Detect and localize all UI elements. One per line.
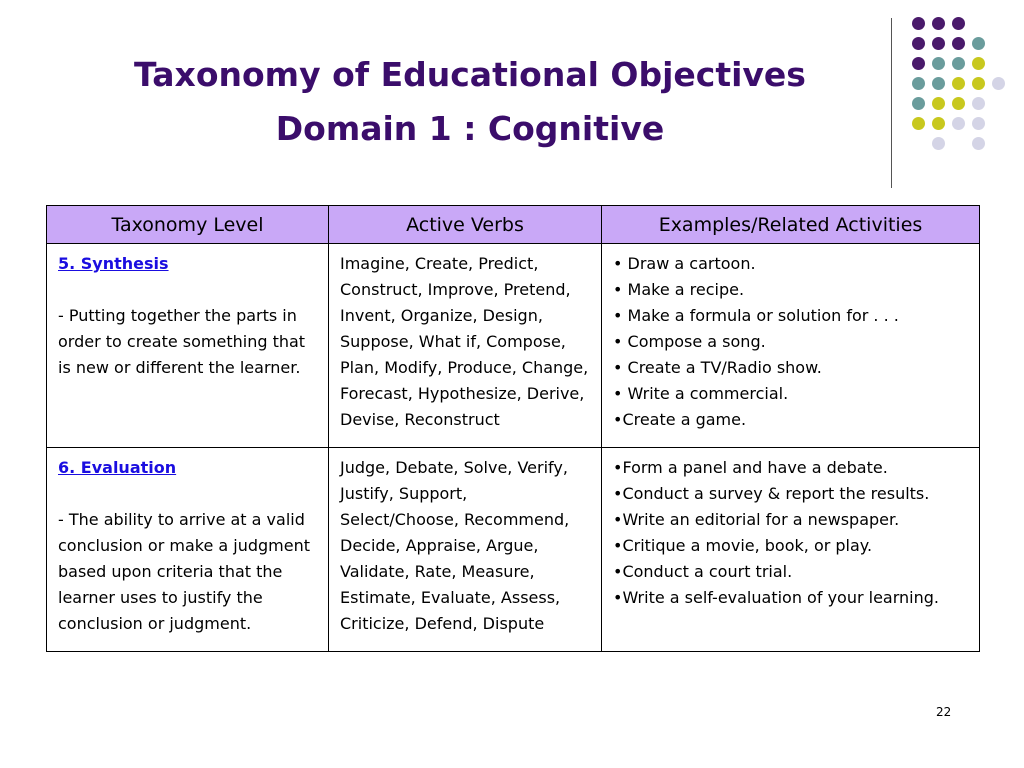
decorative-dot bbox=[912, 37, 925, 50]
decorative-dot bbox=[932, 117, 945, 130]
example-item: •Form a panel and have a debate. bbox=[613, 458, 888, 477]
header-examples: Examples/Related Activities bbox=[601, 205, 980, 244]
level-description: - Putting together the parts in order to… bbox=[58, 306, 306, 377]
example-item: •Write a self-evaluation of your learnin… bbox=[613, 588, 939, 607]
taxonomy-table: Taxonomy Level Active Verbs Examples/Rel… bbox=[46, 205, 980, 652]
decorative-dot bbox=[912, 57, 925, 70]
verbs-cell: Judge, Debate, Solve, Verify, Justify, S… bbox=[328, 447, 602, 652]
decorative-dot bbox=[972, 137, 985, 150]
header-taxonomy-level: Taxonomy Level bbox=[46, 205, 329, 244]
decorative-dot bbox=[912, 117, 925, 130]
decorative-dot bbox=[932, 37, 945, 50]
table-row: 6. Evaluation - The ability to arrive at… bbox=[46, 447, 980, 652]
example-item: •Conduct a court trial. bbox=[613, 562, 793, 581]
level-cell: 6. Evaluation - The ability to arrive at… bbox=[46, 447, 329, 652]
decorative-dot bbox=[972, 97, 985, 110]
table-header-row: Taxonomy Level Active Verbs Examples/Rel… bbox=[46, 205, 980, 244]
example-item: • Create a TV/Radio show. bbox=[613, 358, 822, 377]
table-row: 5. Synthesis - Putting together the part… bbox=[46, 243, 980, 448]
example-item: •Write an editorial for a newspaper. bbox=[613, 510, 900, 529]
example-item: • Make a recipe. bbox=[613, 280, 745, 299]
slide-number: 22 bbox=[936, 705, 952, 719]
decorative-dot bbox=[952, 117, 965, 130]
level-cell: 5. Synthesis - Putting together the part… bbox=[46, 243, 329, 448]
example-item: • Compose a song. bbox=[613, 332, 766, 351]
examples-cell: • Draw a cartoon. • Make a recipe. • Mak… bbox=[601, 243, 980, 448]
example-item: • Write a commercial. bbox=[613, 384, 789, 403]
level-link-synthesis[interactable]: 5. Synthesis bbox=[58, 254, 169, 273]
decorative-dot bbox=[952, 17, 965, 30]
decorative-dot-grid bbox=[912, 17, 1022, 167]
slide-title-line-1: Taxonomy of Educational Objectives bbox=[134, 55, 806, 94]
example-item: •Critique a movie, book, or play. bbox=[613, 536, 873, 555]
decorative-dot bbox=[952, 57, 965, 70]
example-item: • Draw a cartoon. bbox=[613, 254, 756, 273]
verbs-cell: Imagine, Create, Predict, Construct, Imp… bbox=[328, 243, 602, 448]
decorative-dot bbox=[952, 97, 965, 110]
decorative-dot bbox=[912, 17, 925, 30]
decorative-dot bbox=[952, 77, 965, 90]
level-link-evaluation[interactable]: 6. Evaluation bbox=[58, 458, 177, 477]
decorative-dot bbox=[932, 97, 945, 110]
slide-title-line-2: Domain 1 : Cognitive bbox=[275, 109, 665, 148]
examples-cell: •Form a panel and have a debate. •Conduc… bbox=[601, 447, 980, 652]
decorative-dot bbox=[972, 57, 985, 70]
example-item: • Make a formula or solution for . . . bbox=[613, 306, 899, 325]
example-item: •Create a game. bbox=[613, 410, 747, 429]
decorative-dot bbox=[972, 77, 985, 90]
decorative-dot bbox=[932, 17, 945, 30]
slide-title: Taxonomy of Educational Objectives Domai… bbox=[40, 48, 900, 156]
decorative-dot bbox=[912, 97, 925, 110]
decorative-dot bbox=[932, 77, 945, 90]
decorative-dot bbox=[972, 37, 985, 50]
decorative-dot bbox=[932, 57, 945, 70]
header-active-verbs: Active Verbs bbox=[328, 205, 602, 244]
decorative-divider bbox=[891, 18, 892, 188]
level-description: - The ability to arrive at a valid concl… bbox=[58, 510, 311, 633]
example-item: •Conduct a survey & report the results. bbox=[613, 484, 930, 503]
decorative-dot bbox=[972, 117, 985, 130]
decorative-dot bbox=[992, 77, 1005, 90]
decorative-dot bbox=[952, 37, 965, 50]
decorative-dot bbox=[912, 77, 925, 90]
decorative-dot bbox=[932, 137, 945, 150]
